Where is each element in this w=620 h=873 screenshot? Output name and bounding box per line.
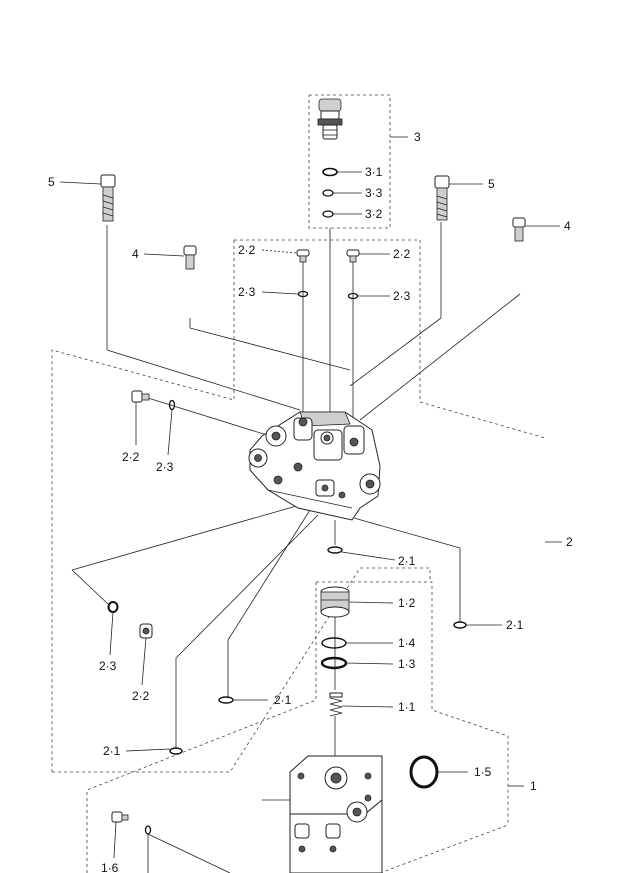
- assembly-lines: [71, 222, 521, 873]
- label-5-right: 5: [488, 177, 495, 191]
- label-2-1-d: 2·1: [103, 744, 121, 758]
- o-ring-1-5: [409, 755, 439, 789]
- plug-2-2-side: [131, 390, 150, 403]
- seal-2-3-lower: [107, 601, 119, 613]
- spring-1-1: [329, 692, 343, 717]
- label-3: 3: [414, 130, 421, 144]
- seal-2-3-top-left: [297, 290, 309, 298]
- plug-2-2-top-right: [346, 249, 360, 263]
- label-2-3-top-right: 2·3: [393, 289, 411, 303]
- plug-1-6: [111, 811, 129, 823]
- plug-2-2-top-left: [296, 249, 310, 263]
- o-ring-2-1-a: [327, 546, 343, 554]
- o-ring-3-1: [322, 167, 338, 177]
- label-3-2: 3·2: [365, 207, 383, 221]
- leader-lines: [59, 136, 562, 859]
- label-4-right: 4: [564, 219, 571, 233]
- o-ring-1-3: [320, 656, 348, 670]
- label-2: 2: [566, 535, 573, 549]
- group-2-boundary: [51, 239, 546, 773]
- label-1-3: 1·3: [398, 657, 416, 671]
- label-2-1-a: 2·1: [398, 554, 416, 568]
- o-ring-3-3: [322, 189, 334, 197]
- seal-2-3-side: [168, 399, 176, 411]
- label-1-6: 1·6: [101, 861, 119, 873]
- screw-4-right: [512, 217, 526, 242]
- label-2-3-side: 2·3: [156, 460, 174, 474]
- bolt-5-left: [100, 174, 116, 222]
- o-ring-3-2: [322, 210, 334, 218]
- label-1-2: 1·2: [398, 596, 416, 610]
- o-ring-2-1-b: [453, 621, 467, 629]
- relief-cartridge-3: [317, 98, 343, 140]
- callout-labels: 3 3·1 3·3 3·2 5 5 4 4 2·2 2·2 2·3 2·3 2·…: [48, 130, 573, 873]
- label-2-2-top-left: 2·2: [238, 243, 256, 257]
- plug-2-2-lower: [139, 623, 153, 639]
- valve-housing-2: [248, 411, 381, 521]
- label-2-1-c: 2·1: [274, 693, 292, 707]
- label-3-3: 3·3: [365, 186, 383, 200]
- seal-2-3-top-right: [347, 292, 359, 300]
- backup-ring-1-4: [321, 637, 347, 649]
- bolt-5-right: [434, 175, 450, 221]
- label-2-2-side: 2·2: [122, 450, 140, 464]
- group-1-boundary: [86, 581, 509, 873]
- group-3-boundary: [308, 94, 391, 229]
- piston-1-2: [320, 586, 350, 618]
- label-2-2-lower: 2·2: [132, 689, 150, 703]
- label-1-5: 1·5: [474, 765, 492, 779]
- label-1: 1: [530, 779, 537, 793]
- label-1-4: 1·4: [398, 636, 416, 650]
- seal-1-6: [144, 825, 152, 835]
- label-2-2-top-right: 2·2: [393, 247, 411, 261]
- label-1-1: 1·1: [398, 700, 416, 714]
- label-4-left: 4: [132, 247, 139, 261]
- label-2-3-lower: 2·3: [99, 659, 117, 673]
- valve-body-1: [262, 755, 383, 873]
- screw-4-left: [183, 245, 197, 270]
- label-2-3-top-left: 2·3: [238, 285, 256, 299]
- o-ring-2-1-d: [169, 747, 183, 755]
- label-2-1-b: 2·1: [506, 618, 524, 632]
- label-3-1: 3·1: [365, 165, 383, 179]
- label-5-left: 5: [48, 175, 55, 189]
- o-ring-2-1-c: [218, 696, 234, 704]
